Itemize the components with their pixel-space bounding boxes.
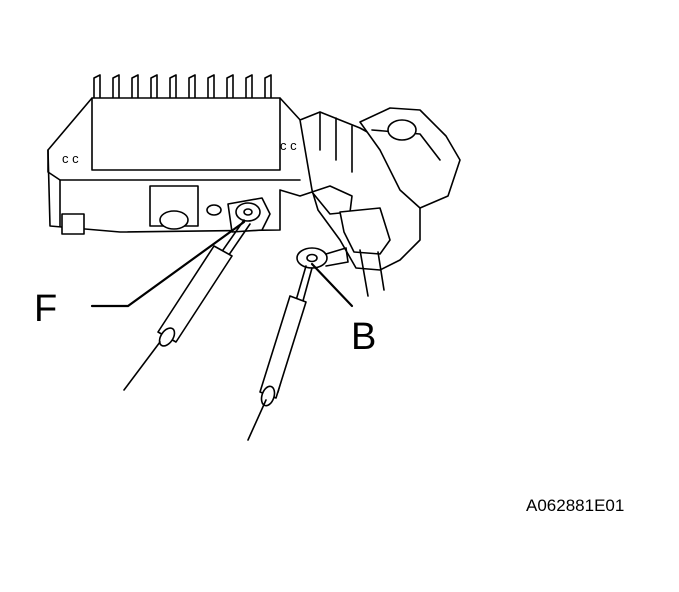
leader-line-f (90, 220, 246, 308)
svg-text:c c: c c (280, 138, 297, 153)
callout-label-b: B (351, 316, 377, 358)
regulator-housing: c c c c (47, 97, 319, 235)
probe-b (247, 265, 313, 441)
terminal-f-lug (227, 197, 271, 233)
leader-line-b (310, 262, 354, 308)
terminal-b-lug (296, 247, 349, 269)
callout-label-f: F (34, 288, 58, 330)
probe-f (123, 219, 251, 391)
svg-text:c c: c c (62, 151, 79, 166)
connector-housing (299, 107, 461, 297)
figure-code: A062881E01 (526, 496, 625, 515)
